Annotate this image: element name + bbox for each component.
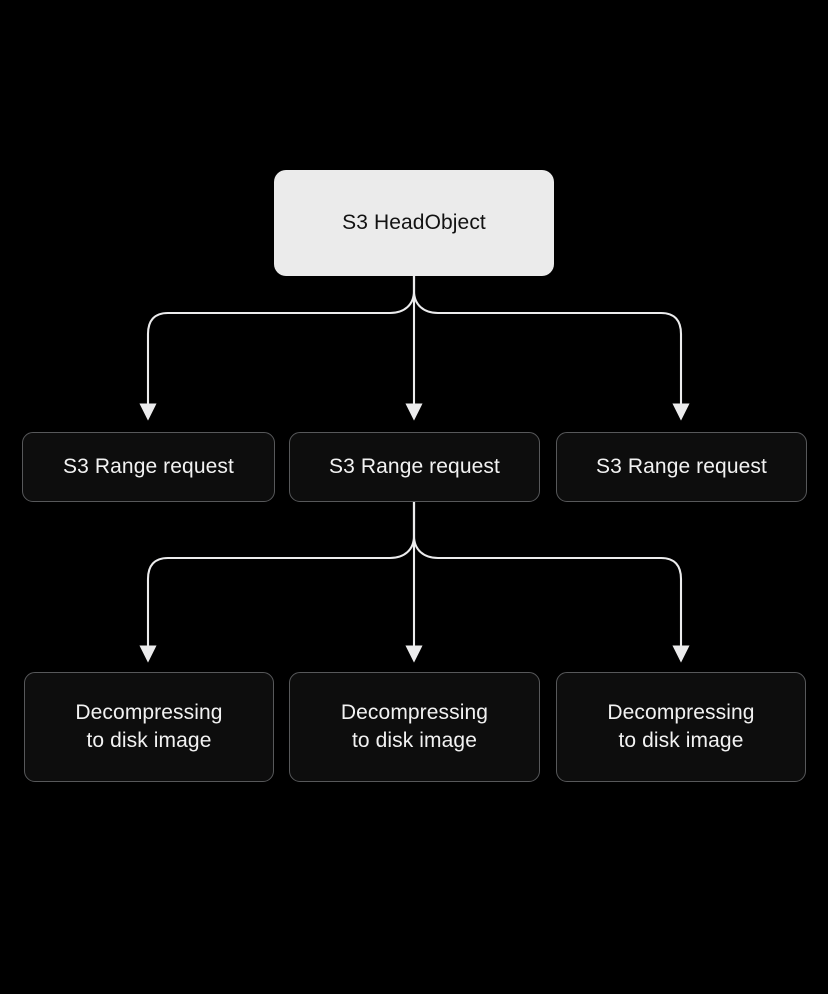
node-decompressing-to-disk-image-3[interactable]: Decompressing to disk image [556, 672, 806, 782]
edge-head-to-range-1 [139, 274, 416, 421]
node-s3-range-request-3[interactable]: S3 Range request [556, 432, 807, 502]
node-s3-headobject[interactable]: S3 HeadObject [274, 170, 554, 276]
edge-head-to-range-3 [412, 274, 690, 421]
node-s3-range-request-2[interactable]: S3 Range request [289, 432, 540, 502]
node-s3-range-request-1[interactable]: S3 Range request [22, 432, 275, 502]
node-decompressing-to-disk-image-1[interactable]: Decompressing to disk image [24, 672, 274, 782]
edge-range-to-decompress-3 [412, 500, 690, 663]
edge-range-to-decompress-1 [139, 500, 416, 663]
node-decompressing-to-disk-image-2[interactable]: Decompressing to disk image [289, 672, 540, 782]
